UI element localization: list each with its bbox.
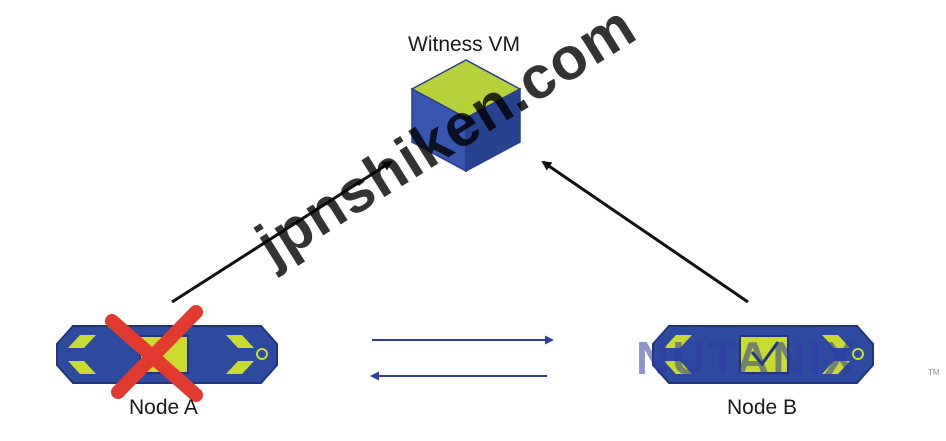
node-a-failed-icon: [105, 305, 203, 402]
witness-cube-icon: [410, 59, 522, 173]
node-b-label: Node B: [727, 396, 798, 419]
trademark-mark: TM: [928, 368, 940, 377]
node-a-server-icon: [56, 325, 278, 384]
node-b-to-witness-arrow: [541, 160, 749, 304]
node-b-server-icon: [652, 325, 874, 384]
node-a-label: Node A: [129, 396, 198, 419]
nutanix-logo: NUTANIX: [636, 332, 859, 384]
node-a-to-witness-arrow: [171, 160, 393, 304]
witness-vm-label: Witness VM: [408, 33, 521, 56]
